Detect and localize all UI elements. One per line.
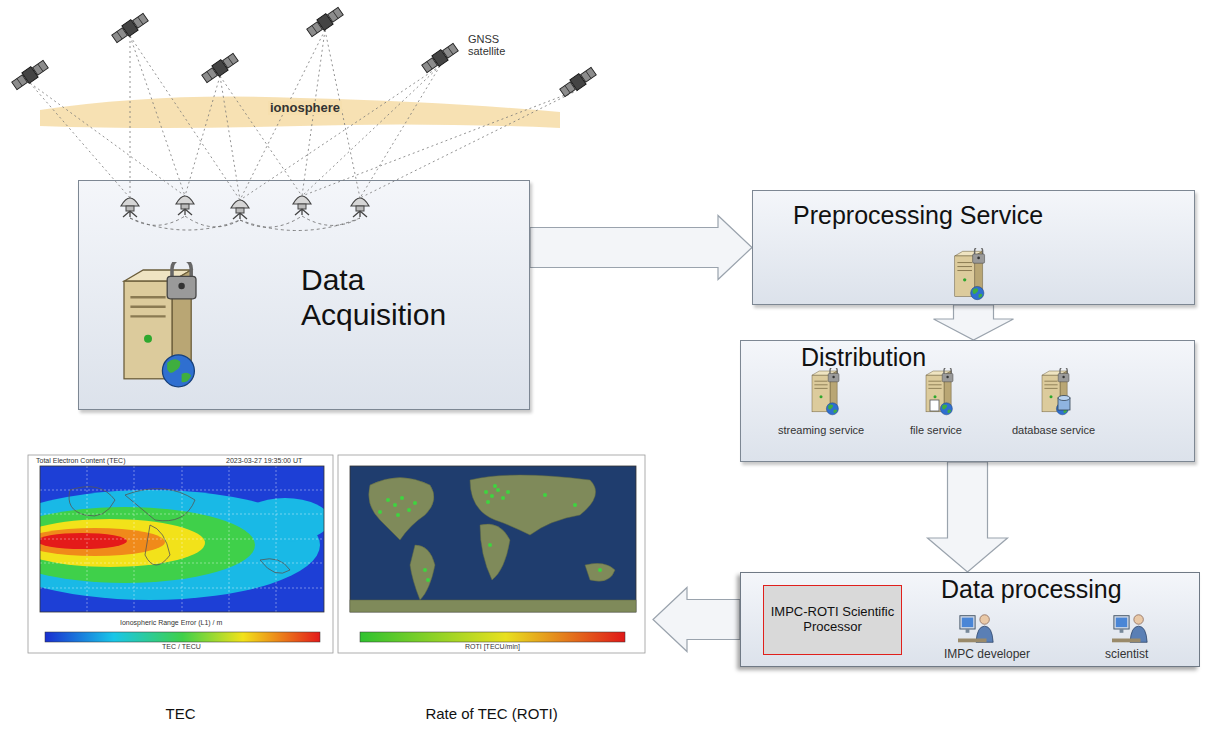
- signal-line: [302, 90, 578, 196]
- map-figure: Rate of TEC (ROTI): [338, 455, 653, 733]
- network-link: [130, 218, 240, 230]
- axis-label: Ionospheric Range Error (L1) / m: [120, 619, 222, 627]
- flow-arrow: [530, 216, 752, 280]
- signal-line: [130, 36, 131, 198]
- scientist-icon: [1112, 615, 1147, 643]
- roti-map: [338, 455, 645, 653]
- signal-line: [30, 83, 130, 198]
- satellites: [11, 6, 598, 98]
- signal-line: [360, 66, 440, 198]
- flow-arrow: [653, 588, 740, 652]
- database-symbol: [1058, 396, 1070, 411]
- flow-arrow: [934, 305, 1014, 340]
- box-title: Data processing: [941, 575, 1181, 604]
- signal-line: [220, 76, 302, 196]
- server-icon: [1042, 367, 1069, 415]
- box-title: Preprocessing Service: [793, 201, 1173, 230]
- process-box: Distribution: [740, 340, 1195, 462]
- network-link: [240, 216, 302, 227]
- service-label: file service: [910, 424, 962, 436]
- service-label: database service: [1012, 424, 1095, 436]
- developer-icon: [958, 615, 993, 643]
- box-title: Data Acquisition: [301, 263, 501, 332]
- server-icon: [124, 259, 196, 387]
- box-title: Distribution: [801, 343, 1101, 372]
- signal-line: [240, 66, 440, 200]
- axis-label: ROTI [TECU/min]: [465, 643, 520, 651]
- network-link: [240, 218, 360, 231]
- flow-arrow: [928, 462, 1008, 572]
- map-figure: TEC: [28, 455, 341, 733]
- signal-line: [130, 36, 240, 200]
- signal-line: [220, 76, 240, 200]
- processor-label: IMPC-ROTI Scientific Processor: [770, 605, 896, 635]
- file-symbol: [930, 400, 939, 411]
- service-label: streaming service: [778, 424, 864, 436]
- network-link: [302, 216, 360, 225]
- signal-line: [30, 83, 185, 196]
- tec-map: [0, 455, 333, 653]
- signal-paths: [30, 30, 578, 231]
- axis-label: TEC / TECU: [162, 643, 201, 651]
- signal-line: [360, 90, 578, 198]
- network-link: [130, 216, 185, 225]
- role-label: IMPC developer: [944, 648, 1030, 661]
- receivers: [121, 196, 369, 219]
- role-label: scientist: [1105, 648, 1148, 661]
- server-icon: [926, 367, 953, 415]
- server-icon: [955, 247, 985, 300]
- region-label: ionosphere: [268, 101, 342, 115]
- ionosphere-band: [40, 97, 560, 129]
- network-link: [185, 216, 240, 227]
- figure-caption: Rate of TEC (ROTI): [338, 705, 645, 722]
- signal-line: [302, 66, 440, 196]
- figure-caption: TEC: [28, 705, 333, 722]
- signal-line: [130, 36, 185, 196]
- map-title: Total Electron Content (TEC): [36, 457, 125, 465]
- map-timestamp: 2023-03-27 19:35:00 UT: [226, 457, 302, 465]
- signal-line: [185, 76, 220, 196]
- server-icon: [812, 367, 839, 415]
- satellite-label: GNSS satellite: [468, 33, 528, 57]
- processor-box: IMPC-ROTI Scientific Processor: [763, 585, 902, 655]
